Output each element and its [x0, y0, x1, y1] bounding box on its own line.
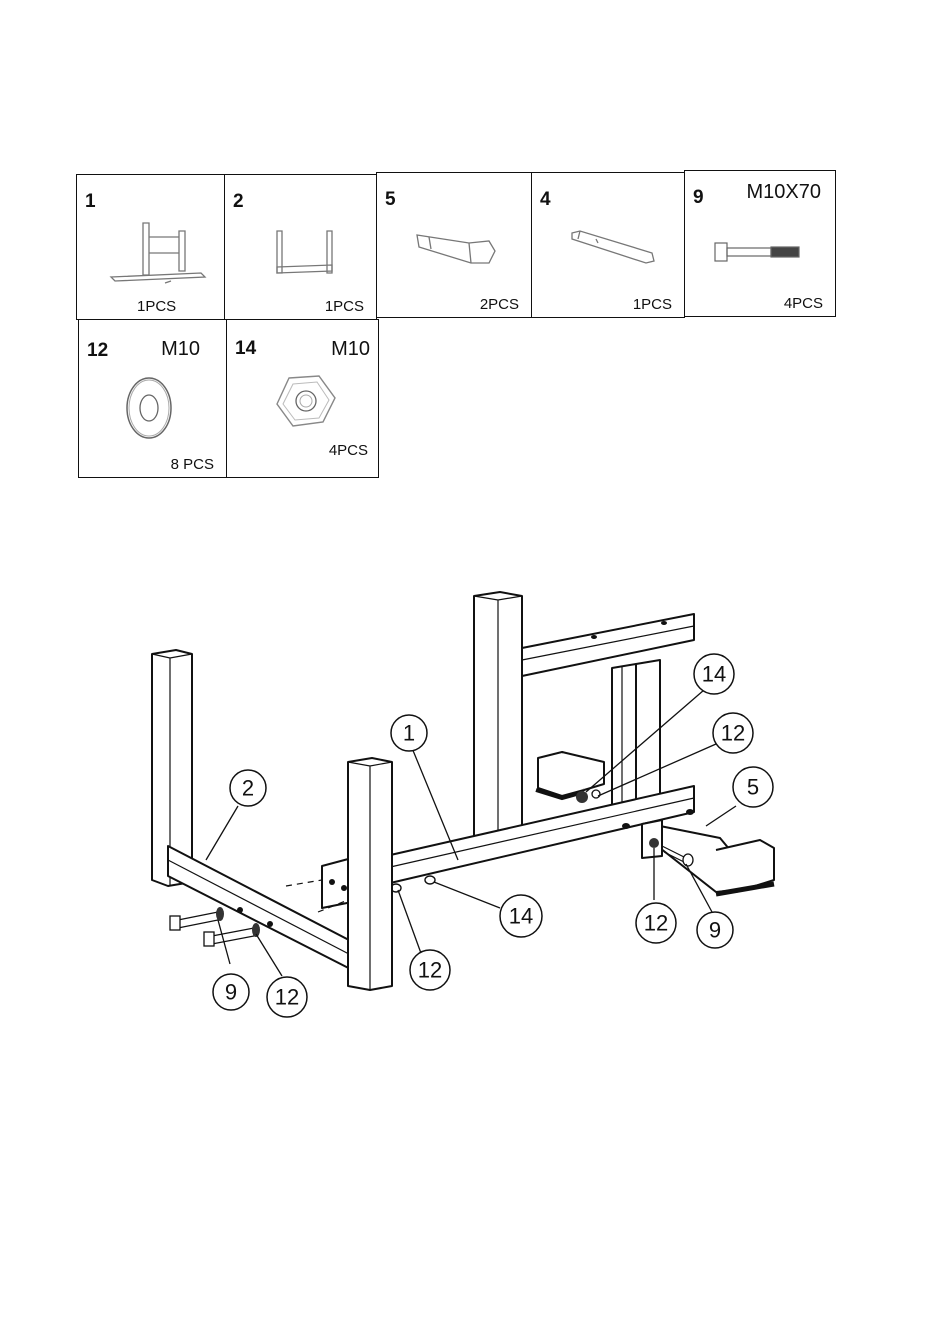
part-number: 12 [87, 340, 108, 362]
part-quantity: 8 PCS [171, 456, 214, 473]
part-cell-2: 2 1PCS [224, 174, 377, 320]
part-cell-5: 5 2PCS [376, 172, 532, 318]
svg-text:12: 12 [418, 958, 442, 983]
callout-5: 5 [733, 767, 773, 807]
svg-text:14: 14 [702, 662, 726, 687]
callout-12-left: 12 [267, 977, 307, 1017]
svg-text:2: 2 [242, 776, 254, 801]
part-spec: M10 [331, 338, 370, 361]
assembly-diagram: 14 12 1 2 5 14 12 9 12 12 9 [0, 570, 945, 1040]
part-number: 2 [233, 191, 244, 213]
part-number: 9 [693, 187, 704, 209]
frame-part-1-icon [105, 215, 215, 295]
svg-text:14: 14 [509, 904, 533, 929]
svg-text:1: 1 [403, 721, 415, 746]
callout-9-right: 9 [697, 912, 733, 948]
frame-part-2-icon [265, 223, 355, 293]
part-number: 14 [235, 338, 256, 360]
svg-text:12: 12 [721, 721, 745, 746]
part-quantity: 1PCS [137, 298, 176, 315]
callout-9-left: 9 [213, 974, 249, 1010]
part-cell-12: 12 M10 8 PCS [78, 319, 227, 478]
callout-12-middle: 12 [410, 950, 450, 990]
bolt-icon [711, 235, 811, 275]
bar-part-4-icon [566, 225, 666, 275]
frame-part-2 [152, 650, 392, 990]
part-quantity: 1PCS [325, 298, 364, 315]
svg-text:9: 9 [225, 980, 237, 1005]
nut-icon [267, 370, 347, 440]
callout-12-top: 12 [713, 713, 753, 753]
part-cell-14: 14 M10 4PCS [226, 319, 379, 478]
callout-1: 1 [391, 715, 427, 751]
part-quantity: 4PCS [784, 295, 823, 312]
part-number: 1 [85, 191, 96, 213]
svg-text:9: 9 [709, 918, 721, 943]
callout-2: 2 [230, 770, 266, 806]
part-quantity: 1PCS [633, 296, 672, 313]
part-cell-1: 1 1PCS [76, 174, 225, 320]
foot-part-5-icon [409, 223, 509, 283]
part-number: 4 [540, 189, 551, 211]
part-spec: M10X70 [747, 181, 822, 204]
callout-12-right: 12 [636, 903, 676, 943]
svg-text:12: 12 [644, 911, 668, 936]
washer-icon [121, 372, 181, 442]
part-quantity: 4PCS [329, 442, 368, 459]
part-cell-4: 4 1PCS [531, 172, 685, 318]
svg-text:5: 5 [747, 775, 759, 800]
part-cell-9: 9 M10X70 4PCS [684, 170, 836, 317]
part-quantity: 2PCS [480, 296, 519, 313]
part-number: 5 [385, 189, 396, 211]
callout-14-top: 14 [694, 654, 734, 694]
part-spec: M10 [161, 338, 200, 361]
callout-14-bottom: 14 [500, 895, 542, 937]
svg-text:12: 12 [275, 985, 299, 1010]
